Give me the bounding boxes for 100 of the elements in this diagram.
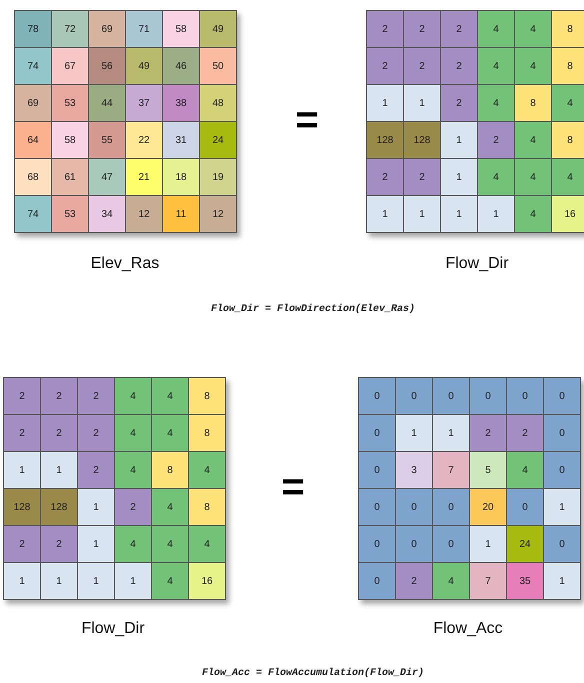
raster-cell: 0 bbox=[544, 526, 580, 562]
raster-cell: 22 bbox=[126, 122, 162, 158]
raster-cell: 8 bbox=[189, 489, 225, 525]
raster-cell: 128 bbox=[404, 122, 440, 158]
equals-sign: = bbox=[295, 100, 319, 140]
raster-cell: 34 bbox=[89, 196, 125, 232]
raster-cell: 74 bbox=[15, 196, 51, 232]
raster-cell: 1 bbox=[396, 415, 432, 451]
raster-cell: 4 bbox=[478, 11, 514, 47]
formula-text: Flow_Acc = FlowAccumulation(Flow_Dir) bbox=[202, 668, 424, 679]
raster-cell: 0 bbox=[359, 563, 395, 599]
raster-cell: 4 bbox=[515, 11, 551, 47]
raster-cell: 49 bbox=[200, 11, 236, 47]
raster-cell: 53 bbox=[52, 196, 88, 232]
raster-name: Elev_Ras bbox=[90, 255, 160, 273]
raster-cell: 2 bbox=[78, 378, 114, 414]
raster-cell: 1 bbox=[78, 526, 114, 562]
raster-cell: 2 bbox=[41, 378, 77, 414]
raster-cell: 50 bbox=[200, 48, 236, 84]
raster-cell: 4 bbox=[433, 563, 469, 599]
raster-cell: 0 bbox=[433, 489, 469, 525]
raster-cell: 0 bbox=[359, 526, 395, 562]
raster-cell: 2 bbox=[4, 378, 40, 414]
raster-cell: 1 bbox=[115, 563, 151, 599]
raster-cell: 0 bbox=[359, 489, 395, 525]
raster-cell: 2 bbox=[404, 159, 440, 195]
raster-cell: 72 bbox=[52, 11, 88, 47]
raster-cell: 1 bbox=[478, 196, 514, 232]
raster-cell: 38 bbox=[163, 85, 199, 121]
raster-cell: 1 bbox=[41, 563, 77, 599]
raster-cell: 16 bbox=[552, 196, 584, 232]
raster-cell: 4 bbox=[152, 563, 188, 599]
raster-cell: 69 bbox=[89, 11, 125, 47]
raster-cell: 4 bbox=[478, 48, 514, 84]
raster-cell: 4 bbox=[152, 526, 188, 562]
raster-cell: 4 bbox=[115, 378, 151, 414]
raster-cell: 1 bbox=[404, 196, 440, 232]
raster-cell: 7 bbox=[470, 563, 506, 599]
raster-cell: 1 bbox=[441, 196, 477, 232]
raster-cell: 74 bbox=[15, 48, 51, 84]
raster-cell: 0 bbox=[544, 415, 580, 451]
raster-cell: 24 bbox=[507, 526, 543, 562]
raster-cell: 8 bbox=[152, 452, 188, 488]
raster-cell: 7 bbox=[433, 452, 469, 488]
raster-cell: 128 bbox=[367, 122, 403, 158]
raster-cell: 4 bbox=[552, 159, 584, 195]
raster-cell: 1 bbox=[441, 159, 477, 195]
raster-cell: 2 bbox=[404, 48, 440, 84]
raster-name: Flow_Acc bbox=[433, 620, 503, 638]
raster-cell: 0 bbox=[507, 378, 543, 414]
formula-text: Flow_Dir = FlowDirection(Elev_Ras) bbox=[210, 304, 416, 315]
raster-cell: 1 bbox=[41, 452, 77, 488]
raster-cell: 67 bbox=[52, 48, 88, 84]
raster-cell: 4 bbox=[115, 452, 151, 488]
raster-cell: 5 bbox=[470, 452, 506, 488]
raster-cell: 3 bbox=[396, 452, 432, 488]
raster-cell: 2 bbox=[78, 415, 114, 451]
raster-cell: 4 bbox=[515, 159, 551, 195]
raster-cell: 21 bbox=[126, 159, 162, 195]
raster-cell: 8 bbox=[552, 48, 584, 84]
raster-cell: 2 bbox=[41, 415, 77, 451]
raster-cell: 12 bbox=[200, 196, 236, 232]
raster-cell: 4 bbox=[189, 526, 225, 562]
raster-cell: 58 bbox=[163, 11, 199, 47]
raster-cell: 0 bbox=[544, 378, 580, 414]
raster-cell: 37 bbox=[126, 85, 162, 121]
raster-cell: 0 bbox=[359, 452, 395, 488]
raster-cell: 61 bbox=[52, 159, 88, 195]
raster-cell: 1 bbox=[404, 85, 440, 121]
raster-cell: 2 bbox=[507, 415, 543, 451]
raster-cell: 12 bbox=[126, 196, 162, 232]
raster-cell: 4 bbox=[152, 489, 188, 525]
raster-cell: 53 bbox=[52, 85, 88, 121]
raster-cell: 4 bbox=[115, 526, 151, 562]
raster-cell: 4 bbox=[515, 48, 551, 84]
raster-cell: 1 bbox=[470, 526, 506, 562]
raster-cell: 1 bbox=[4, 563, 40, 599]
raster-cell: 2 bbox=[78, 452, 114, 488]
raster-cell: 69 bbox=[15, 85, 51, 121]
raster-cell: 2 bbox=[4, 526, 40, 562]
raster-cell: 4 bbox=[152, 415, 188, 451]
raster-cell: 64 bbox=[15, 122, 51, 158]
raster-cell: 0 bbox=[433, 526, 469, 562]
raster-cell: 1 bbox=[78, 489, 114, 525]
raster-cell: 20 bbox=[470, 489, 506, 525]
raster-cell: 0 bbox=[433, 378, 469, 414]
raster-cell: 2 bbox=[396, 563, 432, 599]
raster-cell: 0 bbox=[470, 378, 506, 414]
raster-cell: 49 bbox=[126, 48, 162, 84]
raster-cell: 58 bbox=[52, 122, 88, 158]
raster-cell: 78 bbox=[15, 11, 51, 47]
raster-cell: 44 bbox=[89, 85, 125, 121]
raster-cell: 2 bbox=[367, 159, 403, 195]
raster-cell: 56 bbox=[89, 48, 125, 84]
raster-cell: 16 bbox=[189, 563, 225, 599]
raster-cell: 19 bbox=[200, 159, 236, 195]
raster-cell: 0 bbox=[396, 489, 432, 525]
raster-cell: 128 bbox=[41, 489, 77, 525]
raster-cell: 68 bbox=[15, 159, 51, 195]
raster-cell: 4 bbox=[115, 415, 151, 451]
